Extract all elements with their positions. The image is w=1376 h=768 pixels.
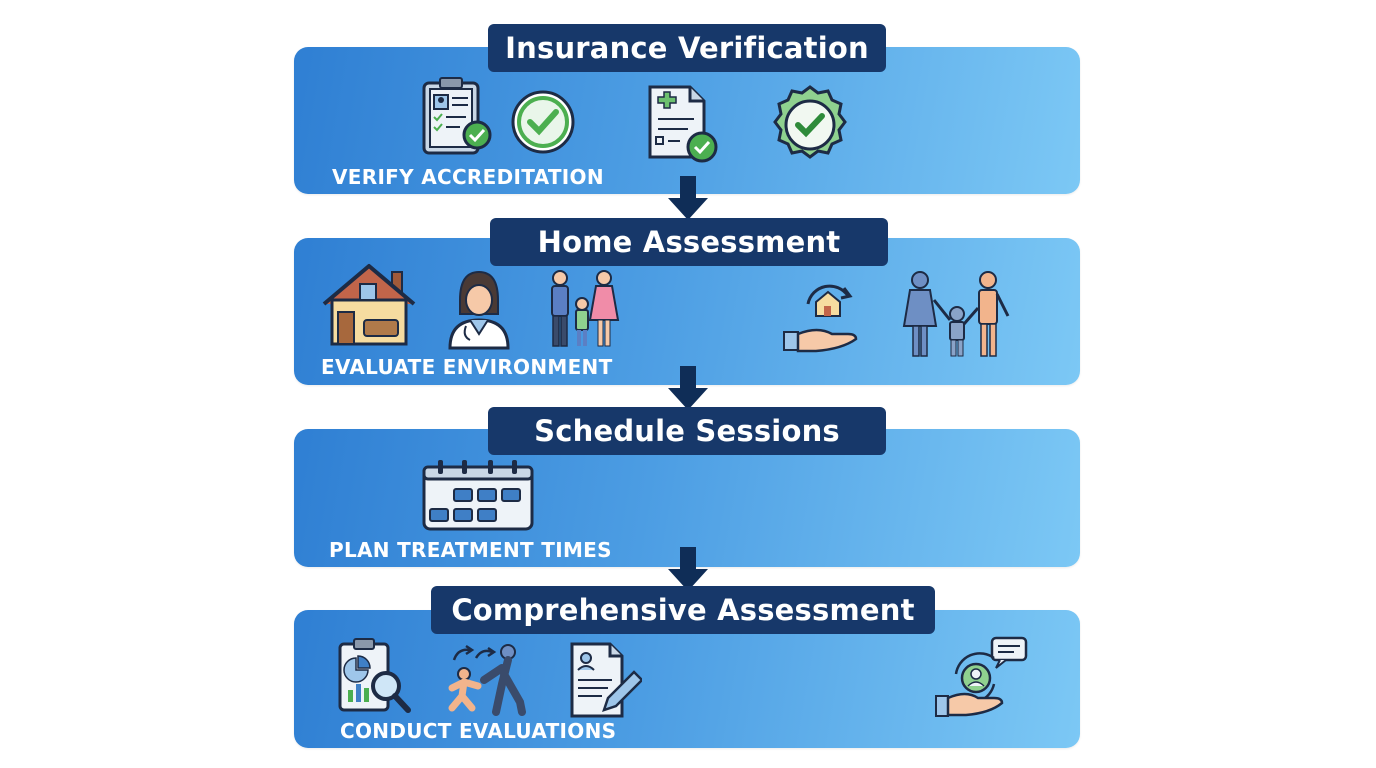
family-icon xyxy=(551,270,620,347)
family-walking-icon xyxy=(902,271,1010,357)
medical-document-check-icon xyxy=(648,85,718,163)
doctor-icon xyxy=(448,270,510,350)
home-in-hand-icon xyxy=(783,284,858,353)
step-caption: VERIFY ACCREDITATION xyxy=(332,165,604,189)
step-caption: PLAN TREATMENT TIMES xyxy=(329,538,612,562)
step-title-insurance-verification: Insurance Verification xyxy=(488,24,886,72)
workflow-diagram: VERIFY ACCREDITATION xyxy=(294,22,1080,752)
clipboard-check-icon xyxy=(422,77,492,155)
down-arrow-icon xyxy=(668,547,708,591)
check-circle-icon xyxy=(511,90,575,154)
calendar-icon xyxy=(422,460,534,531)
step-caption: EVALUATE ENVIRONMENT xyxy=(321,355,613,379)
client-care-icon xyxy=(935,636,1028,717)
step-panel-schedule-sessions xyxy=(294,429,1080,567)
step-title-schedule-sessions: Schedule Sessions xyxy=(488,407,886,455)
down-arrow-icon xyxy=(668,366,708,410)
down-arrow-icon xyxy=(668,176,708,220)
step-panel-comprehensive-assessment xyxy=(294,610,1080,748)
house-icon xyxy=(322,264,416,346)
child-therapy-icon xyxy=(448,644,526,716)
document-sign-icon xyxy=(570,642,642,718)
step-title-comprehensive-assessment: Comprehensive Assessment xyxy=(431,586,935,634)
step-title-home-assessment: Home Assessment xyxy=(490,218,888,266)
approval-badge-icon xyxy=(773,85,847,159)
report-magnifier-icon xyxy=(338,638,411,713)
step-caption: CONDUCT EVALUATIONS xyxy=(340,719,617,743)
